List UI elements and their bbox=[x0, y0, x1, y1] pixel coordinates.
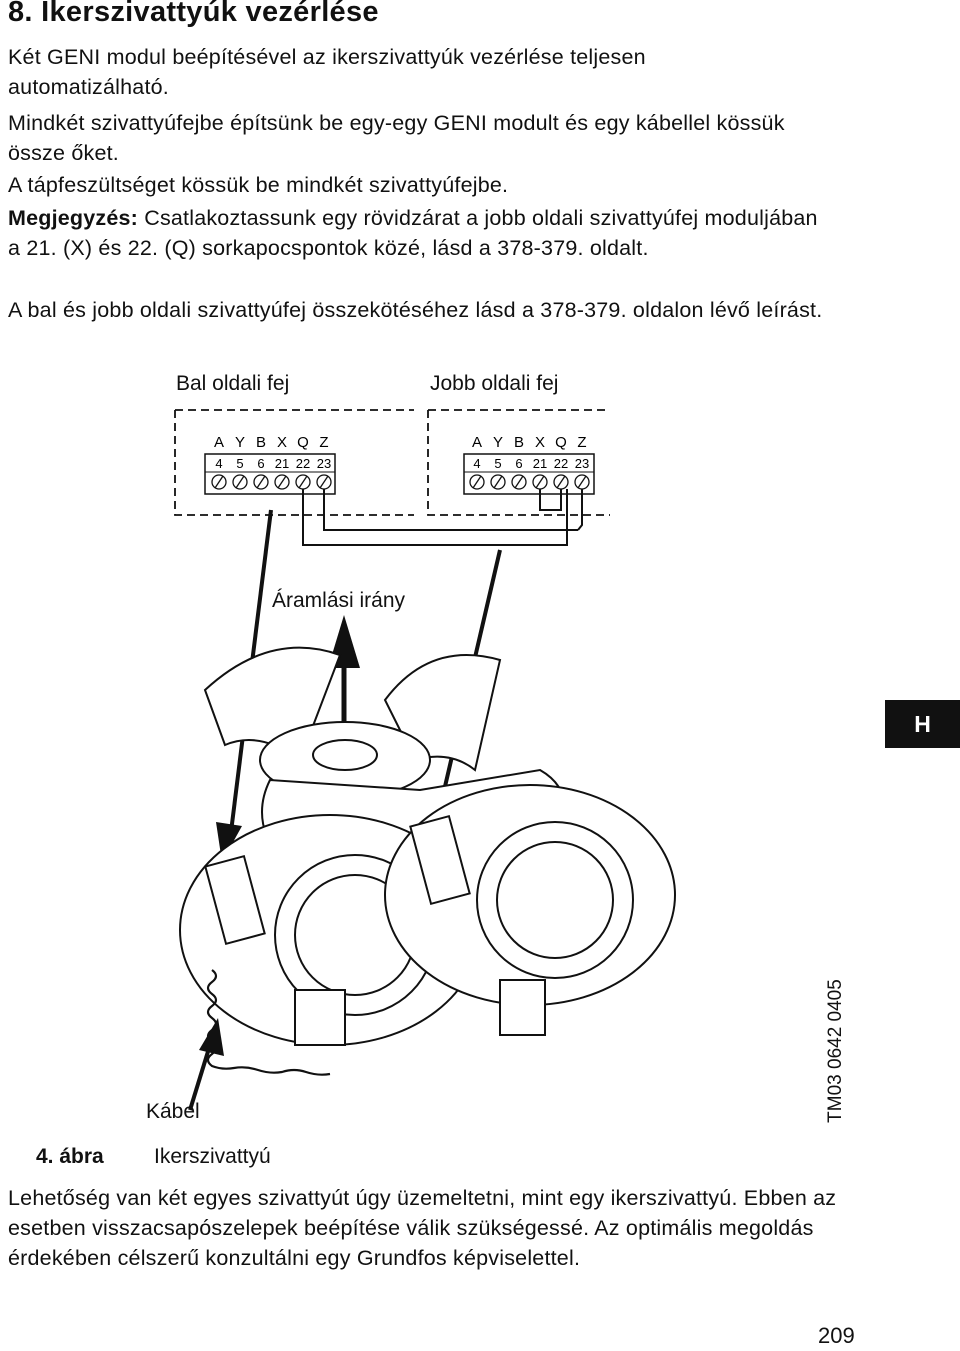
section-tab-badge: H bbox=[885, 700, 960, 748]
section-heading: 8. Ikerszivattyúk vezérlése bbox=[8, 0, 379, 28]
right-head-label: Jobb oldali fej bbox=[430, 372, 559, 395]
left-terminal-box bbox=[174, 409, 414, 516]
interconnect-wires bbox=[302, 489, 583, 546]
cable-arrow bbox=[188, 1018, 224, 1111]
left-terminal-letter-x: X bbox=[277, 434, 287, 451]
right-terminal-number-5: 5 bbox=[494, 456, 501, 471]
figure-caption-number: 4. ábra bbox=[36, 1145, 104, 1168]
cable-label: Kábel bbox=[146, 1100, 200, 1123]
right-terminal-number-22: 22 bbox=[554, 456, 568, 471]
page-number: 209 bbox=[818, 1323, 855, 1348]
right-terminal-letter-x: X bbox=[535, 434, 545, 451]
right-terminal-letter-a: A bbox=[472, 434, 482, 451]
right-terminal-number-4: 4 bbox=[473, 456, 480, 471]
note-text: Csatlakoztassunk egy rövidzárat a jobb o… bbox=[8, 206, 818, 260]
right-terminal-number-23: 23 bbox=[575, 456, 589, 471]
left-terminal-number-6: 6 bbox=[257, 456, 264, 471]
paragraph-geni-automation: Két GENI modul beépítésével az ikersziva… bbox=[8, 45, 646, 99]
note-label: Megjegyzés: bbox=[8, 206, 139, 230]
twin-pump-figure: A Y B X Q Z 4 5 6 21 22 23 A bbox=[174, 409, 676, 1111]
paragraph-note: Megjegyzés: Csatlakoztassunk egy rövidzá… bbox=[8, 203, 828, 263]
left-terminal-number-4: 4 bbox=[215, 456, 222, 471]
left-terminal-number-21: 21 bbox=[275, 456, 289, 471]
right-terminal-number-6: 6 bbox=[515, 456, 522, 471]
left-terminal-letter-q: Q bbox=[297, 434, 309, 451]
right-terminal-letter-z: Z bbox=[577, 434, 586, 451]
left-terminal-number-22: 22 bbox=[296, 456, 310, 471]
paragraph-closing: Lehetőség van két egyes szivattyút úgy ü… bbox=[8, 1186, 837, 1270]
figure-reference-code: TM03 0642 0405 bbox=[825, 979, 846, 1123]
flow-direction-label: Áramlási irány bbox=[272, 589, 406, 612]
left-terminal-letter-z: Z bbox=[319, 434, 328, 451]
paragraph-power-supply: A tápfeszültséget kössük be mindkét sziv… bbox=[8, 173, 509, 197]
left-terminal-block: A Y B X Q Z 4 5 6 21 22 23 bbox=[204, 434, 336, 495]
paragraph-install-modules: Mindkét szivattyúfejbe építsünk be egy-e… bbox=[8, 111, 785, 165]
right-terminal-box bbox=[427, 409, 610, 516]
left-terminal-number-5: 5 bbox=[236, 456, 243, 471]
figure-caption-text: Ikerszivattyú bbox=[154, 1145, 271, 1168]
left-terminal-letter-y: Y bbox=[235, 434, 245, 451]
left-terminal-letter-a: A bbox=[214, 434, 224, 451]
right-terminal-number-21: 21 bbox=[533, 456, 547, 471]
twin-pump-illustration bbox=[179, 646, 676, 1046]
left-terminal-letter-b: B bbox=[256, 434, 266, 451]
right-terminal-letter-b: B bbox=[514, 434, 524, 451]
left-head-label: Bal oldali fej bbox=[176, 372, 290, 395]
right-terminal-letter-q: Q bbox=[555, 434, 567, 451]
right-terminal-block: A Y B X Q Z 4 5 6 21 22 23 bbox=[463, 434, 595, 495]
left-terminal-number-23: 23 bbox=[317, 456, 331, 471]
paragraph-connection-reference: A bal és jobb oldali szivattyúfej összek… bbox=[8, 298, 823, 322]
right-terminal-letter-y: Y bbox=[493, 434, 503, 451]
